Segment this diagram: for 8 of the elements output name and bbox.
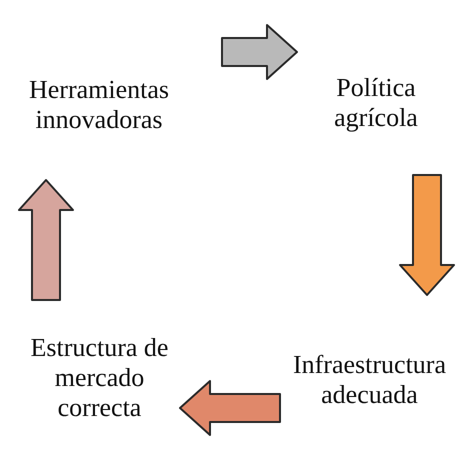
node-label: Infraestructura adecuada	[292, 350, 448, 410]
node-label: Política agrícola	[333, 72, 419, 132]
block-arrow	[18, 179, 74, 301]
block-arrow	[179, 380, 281, 436]
block-arrow	[221, 24, 298, 80]
node-label: Herramientas innovadoras	[28, 75, 170, 135]
block-arrow	[399, 174, 455, 296]
node-label: Estructura de mercado correcta	[30, 332, 170, 422]
